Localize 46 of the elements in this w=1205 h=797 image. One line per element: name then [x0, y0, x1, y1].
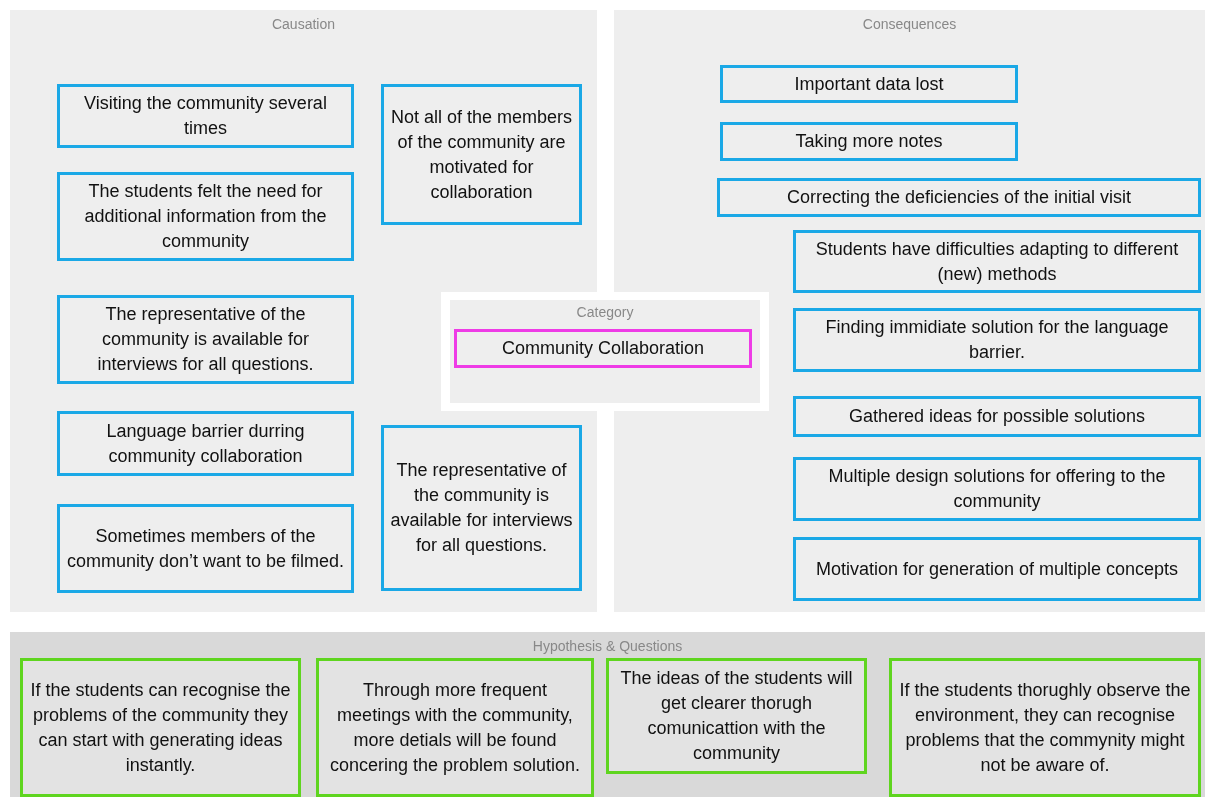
text-card [57, 411, 354, 476]
panel [10, 632, 1205, 797]
panel-heading: Consequences [861, 16, 958, 32]
text-card [381, 84, 582, 225]
text-card [381, 425, 582, 591]
text-card [57, 84, 354, 148]
hypothesis-card [606, 658, 867, 774]
hypothesis-card [889, 658, 1201, 797]
card-text: Students have difficulties adapting to different (new) methods [814, 237, 1180, 286]
card-text: The representative of the community is available for interviews for all questions. [96, 303, 315, 376]
text-card [57, 172, 354, 261]
card-text: The students felt the need for additional information from the community [83, 180, 328, 253]
hypothesis-card [316, 658, 594, 797]
card-text: Sometimes members of the community don’t want to be filmed. [66, 524, 345, 573]
text-card [793, 308, 1201, 372]
card-text: Correcting the deficiencies of the initial visit [786, 186, 1132, 209]
card-text: Community Collaboration [501, 337, 705, 360]
card-text: Visiting the community several times [83, 92, 328, 140]
text-card [793, 396, 1201, 437]
panel-heading: Hypothesis & Questions [531, 638, 684, 654]
card-text: Gathered ideas for possible solutions [848, 405, 1146, 428]
category-card [454, 329, 752, 368]
card-text: Important data lost [794, 72, 944, 96]
card-text: Multiple design solutions for offering to the community [827, 465, 1167, 513]
panel-heading: Causation [270, 16, 336, 32]
card-text: Not all of the members of the community are motivated for collaboration [390, 105, 573, 204]
text-card [717, 178, 1201, 217]
card-text: If the students can recognise the problems of the community they can start with generating ideas instantly. [29, 678, 292, 777]
text-card [57, 295, 354, 384]
card-text: If the students thorughly observe the environment, they can recognise problems that the commynity might not be aware of. [898, 678, 1192, 777]
card-text: Language barrier durring community collaboration [105, 419, 306, 468]
text-card [720, 65, 1018, 103]
card-text: Taking more notes [795, 130, 943, 153]
text-card [793, 537, 1201, 601]
panel-heading: Category [575, 304, 635, 320]
card-text: The ideas of the students will get clearer thorugh comunicattion with the community [619, 667, 854, 765]
text-card [720, 122, 1018, 161]
card-text: Motivation for generation of multiple concepts [815, 557, 1179, 581]
category-panel [441, 292, 769, 411]
card-text: Finding immidiate solution for the language barrier. [824, 316, 1170, 364]
card-text: Through more frequent meetings with the community, more detials will be found concering the problem solution. [328, 678, 582, 777]
text-card [57, 504, 354, 593]
hypothesis-card [20, 658, 301, 797]
card-text: The representative of the community is available for interviews for all questions. [390, 459, 573, 557]
text-card [793, 457, 1201, 521]
text-card [793, 230, 1201, 293]
